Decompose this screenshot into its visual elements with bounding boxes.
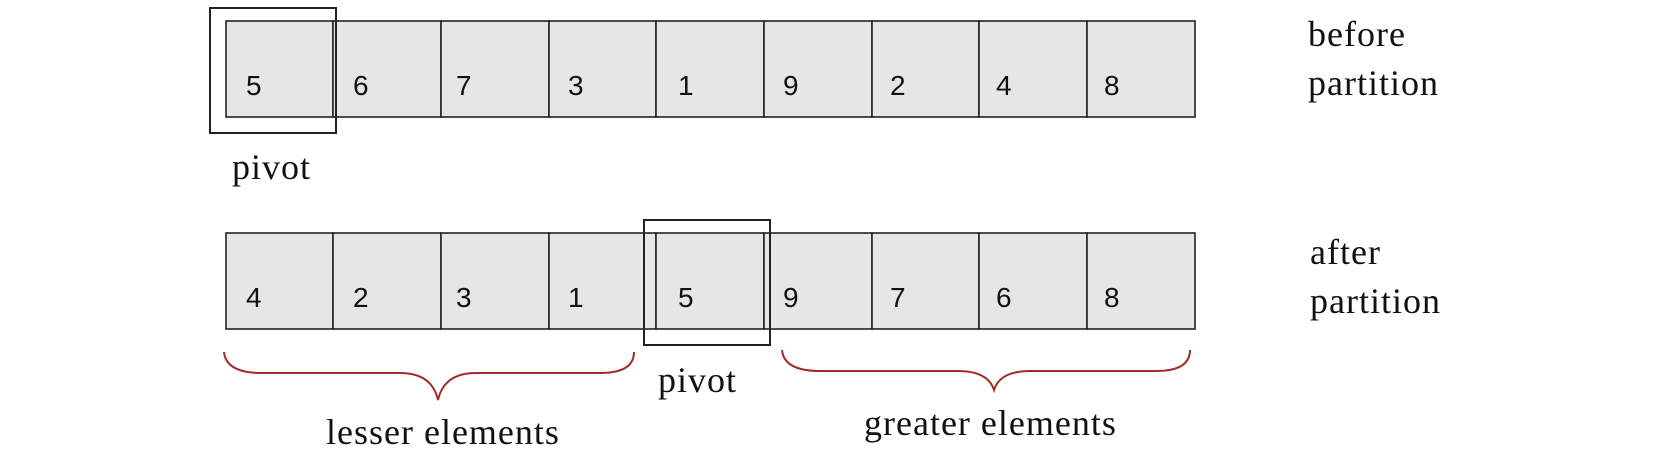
after-pivot-highlight (643, 219, 771, 346)
before-cell-4: 1 (655, 20, 765, 118)
after-cell-6: 7 (871, 232, 980, 330)
after-partition-label-line1: after (1310, 232, 1381, 272)
before-cell-2: 7 (440, 20, 550, 118)
after-cell-value: 1 (568, 282, 584, 313)
before-cell-value: 6 (353, 70, 369, 101)
before-cell-8: 8 (1086, 20, 1196, 118)
after-cell-value: 7 (890, 282, 906, 313)
after-cell-0: 4 (225, 232, 334, 330)
before-cell-value: 1 (678, 70, 694, 101)
before-row: 5 6 7 3 1 9 2 4 (209, 7, 1196, 134)
greater-elements-label: greater elements (864, 403, 1117, 443)
after-cell-2: 3 (440, 232, 550, 330)
after-partition-label-line2: partition (1310, 281, 1441, 321)
before-cell-0: 5 (225, 20, 334, 118)
before-pivot-highlight (209, 7, 337, 134)
before-cell-value: 2 (890, 70, 906, 101)
after-cell-5: 9 (763, 232, 873, 330)
before-cell-6: 2 (871, 20, 980, 118)
before-cell-1: 6 (332, 20, 442, 118)
before-partition-label-line1: before (1308, 14, 1406, 54)
after-cell-value: 3 (456, 282, 472, 313)
before-cell-value: 9 (783, 70, 799, 101)
after-cell-value: 6 (996, 282, 1012, 313)
after-cell-value: 8 (1104, 282, 1120, 313)
before-cell-value: 3 (568, 70, 584, 101)
after-row: 4 2 3 1 5 9 7 6 (225, 219, 1196, 346)
before-partition-label-line2: partition (1308, 63, 1439, 103)
after-cell-value: 4 (246, 282, 262, 313)
after-pivot-label: pivot (658, 360, 737, 400)
before-pivot-label: pivot (232, 147, 311, 187)
before-cell-7: 4 (978, 20, 1088, 118)
after-cell-3: 1 (548, 232, 657, 330)
lesser-elements-label: lesser elements (326, 412, 560, 450)
before-cell-value: 5 (246, 70, 262, 101)
lesser-elements-brace (223, 351, 635, 401)
before-cell-value: 7 (456, 70, 472, 101)
after-cell-value: 2 (353, 282, 369, 313)
after-cell-value: 5 (678, 282, 694, 313)
after-cell-1: 2 (332, 232, 442, 330)
after-cell-7: 6 (978, 232, 1088, 330)
after-cell-value: 9 (783, 282, 799, 313)
after-cell-4: 5 (655, 232, 765, 330)
before-cell-value: 4 (996, 70, 1012, 101)
after-cell-8: 8 (1086, 232, 1196, 330)
before-cell-5: 9 (763, 20, 873, 118)
before-cell-3: 3 (548, 20, 657, 118)
before-cell-value: 8 (1104, 70, 1120, 101)
greater-elements-brace (781, 349, 1191, 394)
